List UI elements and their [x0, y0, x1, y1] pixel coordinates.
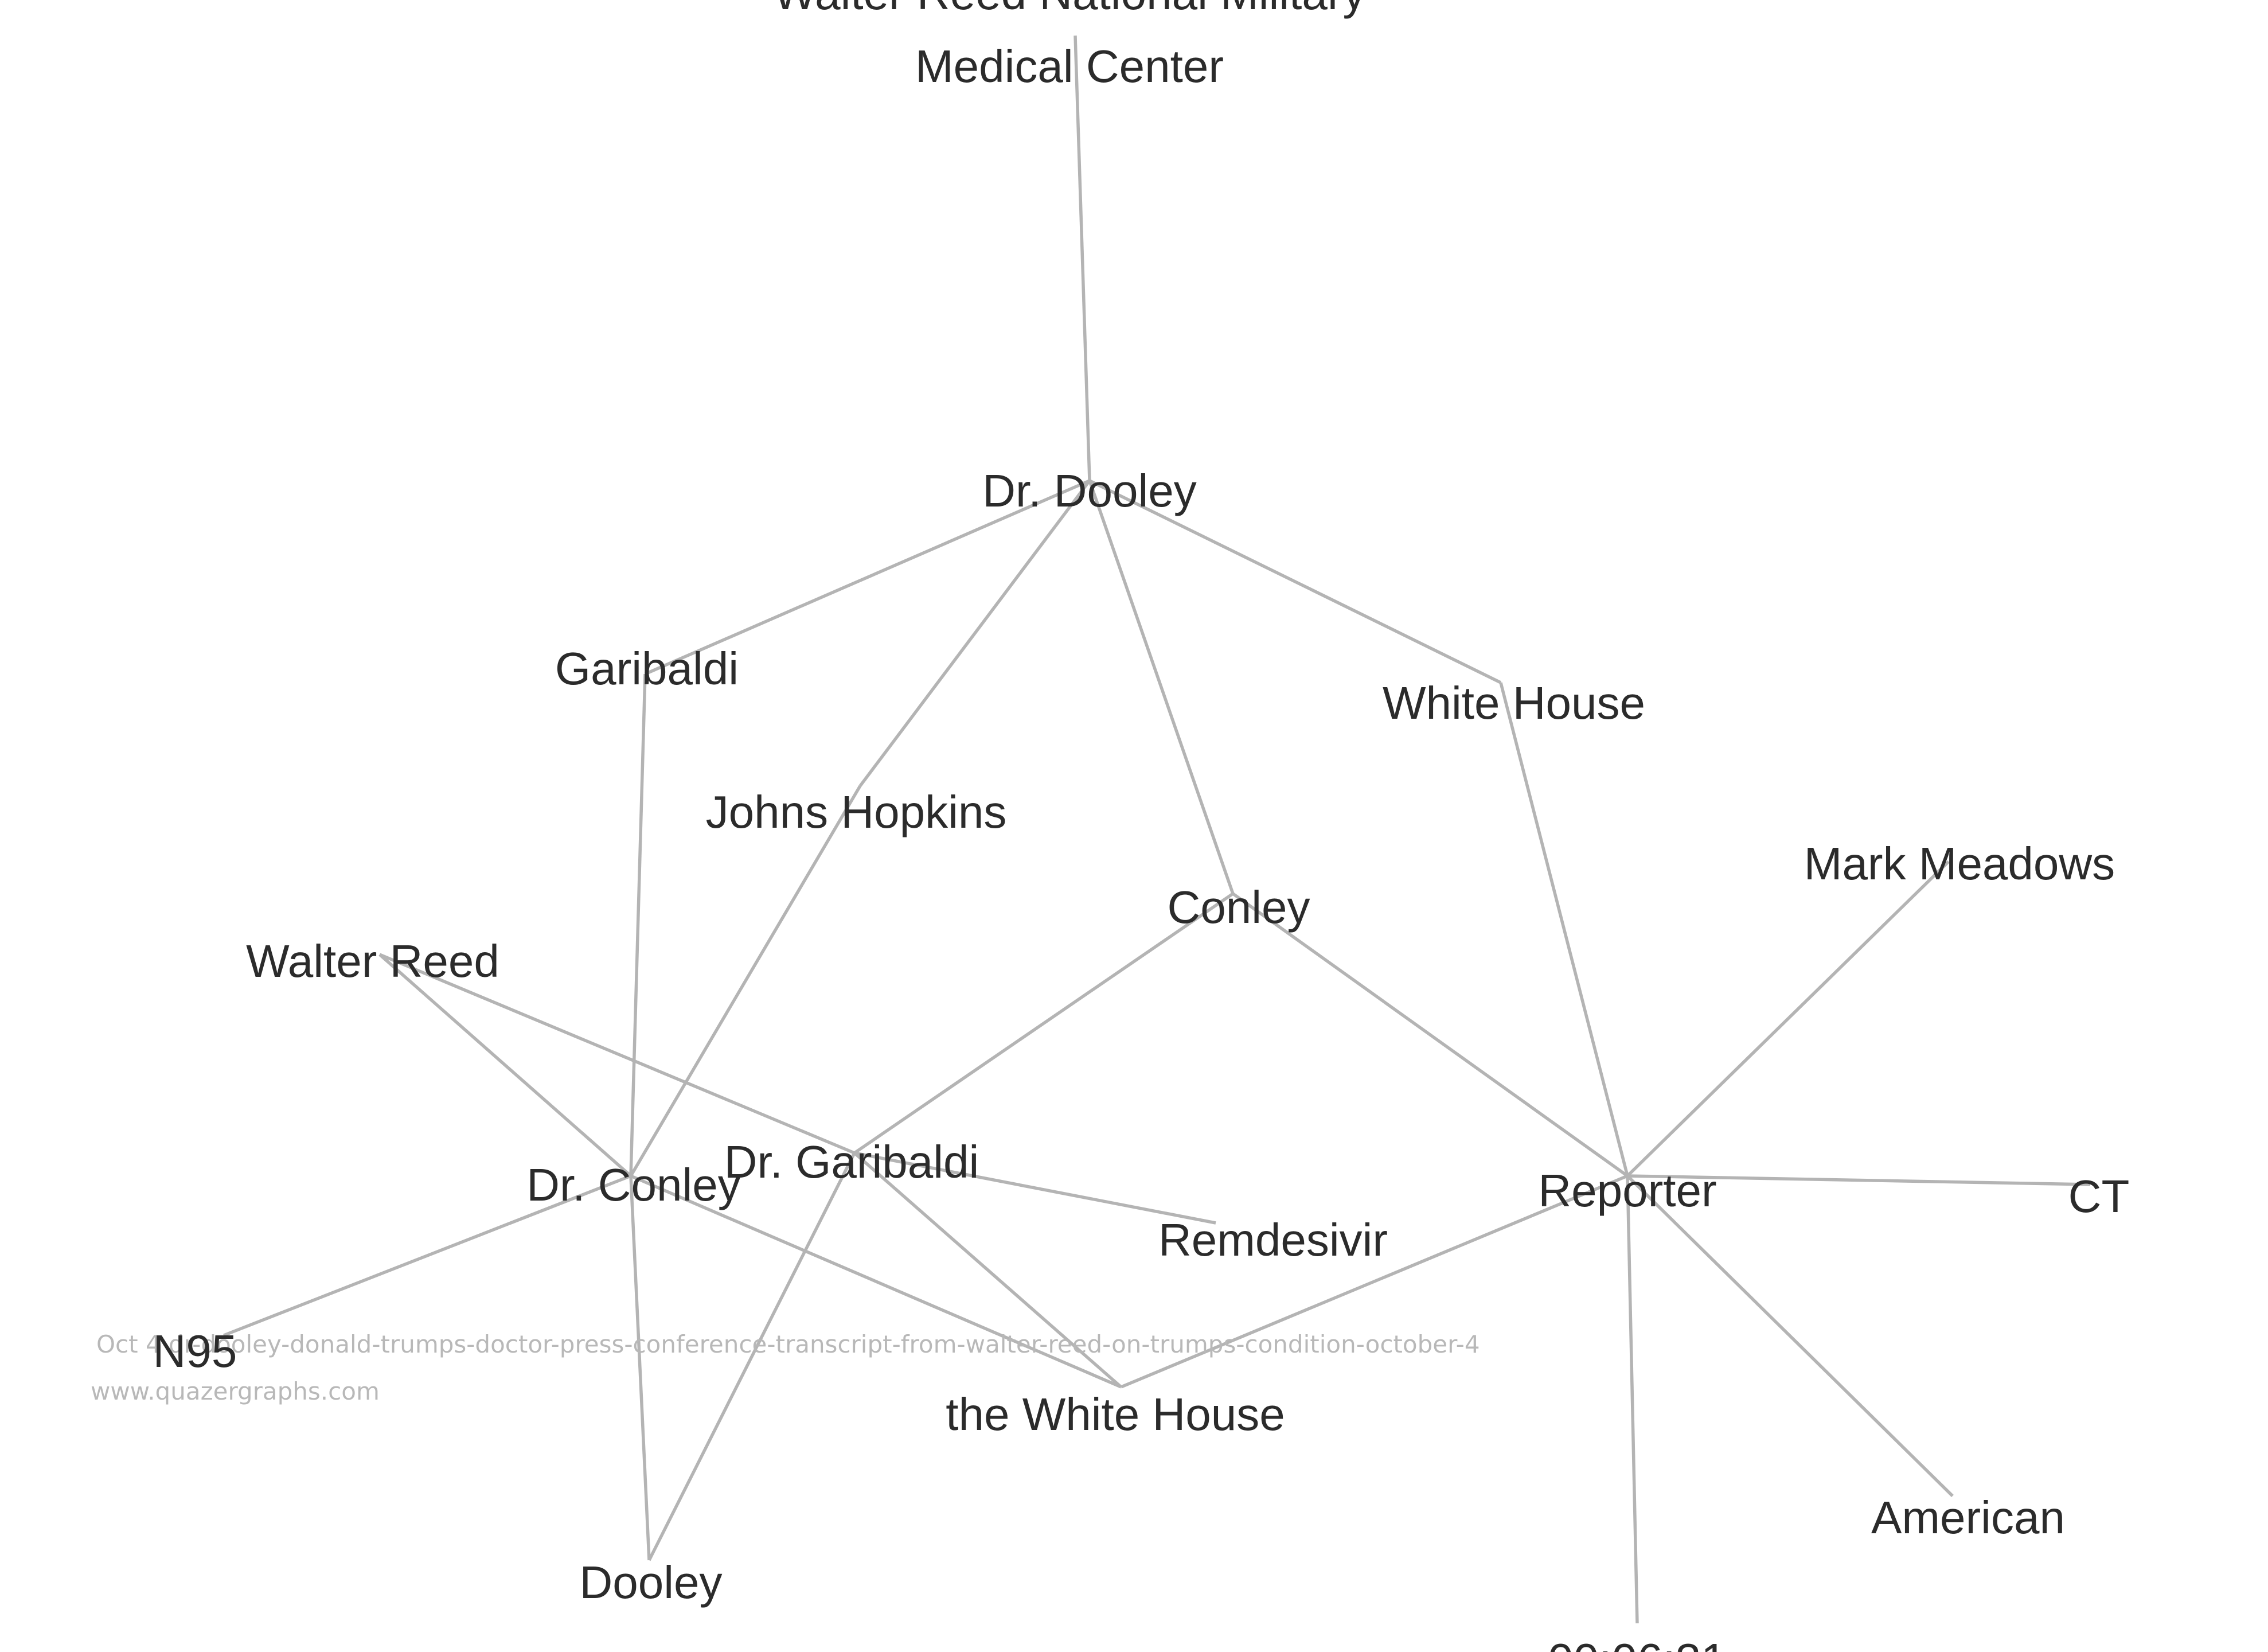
node-label-dr-conley: Dr. Conley [526, 1159, 740, 1210]
node-label-walter-reed-nmmc-line-1: Walter Reed National Military [774, 0, 1366, 19]
edge-dr-dooley-to-conley [1088, 480, 1235, 894]
node-label-n95: N95 [153, 1326, 237, 1377]
node-label-dooley: Dooley [579, 1557, 722, 1608]
node-label-johns-hopkins: Johns Hopkins [706, 786, 1007, 837]
edge-walter-reed-nmmc-to-dr-dooley [1074, 35, 1091, 481]
watermark-site: www.quazergraphs.com [91, 1377, 380, 1405]
watermark-source: Oct 4 dr-dooley-donald-trumps-doctor-pre… [96, 1330, 1480, 1358]
node-label-the-white-house: the White House [946, 1389, 1285, 1440]
edge-dr-conley-to-n95 [222, 1174, 632, 1337]
node-label-dr-dooley: Dr. Dooley [982, 465, 1196, 516]
edge-white-house-to-reporter [1499, 682, 1629, 1176]
node-label-reporter: Reporter [1538, 1165, 1716, 1216]
edge-dr-garibaldi-to-the-white-house [853, 1151, 1122, 1389]
edge-reporter-to-time-000631 [1626, 1175, 1639, 1624]
edge-dr-dooley-to-garibaldi [644, 479, 1091, 676]
node-layer: Walter Reed National MilitaryMedical Cen… [153, 0, 2130, 1652]
node-label-remdesivir: Remdesivir [1158, 1214, 1388, 1265]
edge-garibaldi-to-dr-conley [629, 673, 647, 1176]
node-label-american: American [1871, 1492, 2065, 1543]
node-label-walter-reed-nmmc-line-2: Medical Center [915, 41, 1224, 92]
edge-dr-dooley-to-white-house [1088, 479, 1502, 684]
edge-conley-to-dr-garibaldi [853, 892, 1234, 1155]
watermark: Oct 4 dr-dooley-donald-trumps-doctor-pre… [91, 1330, 1480, 1405]
edge-layer [222, 35, 2091, 1624]
edge-dr-garibaldi-to-dooley [647, 1152, 856, 1561]
edge-reporter-to-ct [1627, 1174, 2091, 1186]
edge-conley-to-reporter [1232, 892, 1629, 1178]
edge-dr-conley-to-the-white-house [630, 1174, 1122, 1389]
edge-reporter-to-mark-meadows [1626, 860, 1950, 1177]
node-label-time-000631: 00:06:31 [1548, 1634, 1726, 1652]
edge-walter-reed-to-dr-conley [378, 953, 632, 1178]
edge-reporter-to-the-white-house [1120, 1174, 1629, 1389]
edge-dr-garibaldi-to-remdesivir [854, 1151, 1216, 1225]
edge-reporter-to-american [1626, 1175, 1954, 1497]
node-label-walter-reed: Walter Reed [246, 936, 499, 987]
node-label-garibaldi: Garibaldi [555, 643, 739, 694]
edge-dr-dooley-to-johns-hopkins [858, 480, 1091, 787]
node-label-dr-garibaldi: Dr. Garibaldi [724, 1136, 979, 1187]
node-label-ct: CT [2068, 1171, 2130, 1222]
edge-dr-conley-to-dooley [629, 1175, 651, 1561]
node-label-conley: Conley [1167, 882, 1310, 933]
edge-walter-reed-to-dr-garibaldi [378, 953, 856, 1155]
edge-johns-hopkins-to-dr-conley [629, 785, 862, 1177]
node-label-white-house: White House [1383, 677, 1645, 728]
node-label-mark-meadows: Mark Meadows [1804, 838, 2115, 889]
